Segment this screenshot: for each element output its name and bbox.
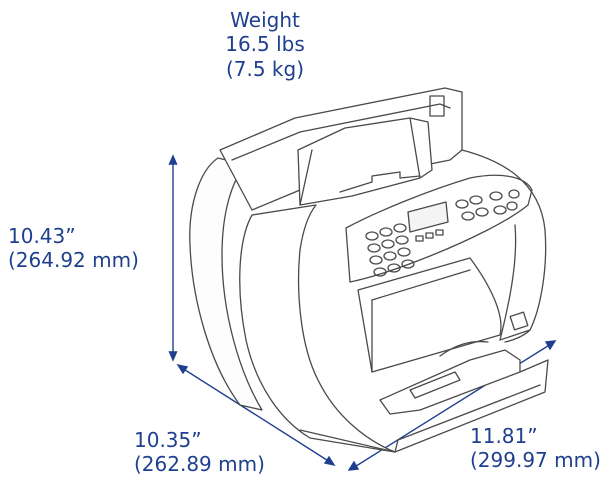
depth-dimension-line xyxy=(176,363,336,467)
printer-base xyxy=(299,359,549,453)
control-buttons xyxy=(365,189,520,277)
height-metric: (264.92 mm) xyxy=(8,248,139,273)
depth-label: 10.35” (262.89 mm) xyxy=(134,428,265,477)
front-slot xyxy=(509,311,529,331)
control-panel xyxy=(345,174,533,283)
weight-imperial: 16.5 lbs xyxy=(225,32,305,57)
width-metric: (299.97 mm) xyxy=(470,448,601,473)
weight-title: Weight xyxy=(230,8,300,32)
output-bay xyxy=(357,257,502,373)
weight-label: Weight 16.5 lbs (7.5 kg) xyxy=(220,8,310,81)
height-label: 10.43” (264.92 mm) xyxy=(8,224,139,273)
printer-illustration xyxy=(189,87,549,453)
weight-metric: (7.5 kg) xyxy=(225,56,305,81)
right-housing xyxy=(461,149,547,341)
paper-tray xyxy=(297,117,433,206)
height-dimension-line xyxy=(168,154,178,362)
top-right-slot xyxy=(429,95,445,117)
width-label: 11.81” (299.97 mm) xyxy=(470,424,601,473)
height-imperial: 10.43” xyxy=(8,224,76,248)
width-imperial: 11.81” xyxy=(470,424,538,448)
depth-metric: (262.89 mm) xyxy=(134,452,265,477)
left-side-panel xyxy=(189,157,263,411)
front-side-panel xyxy=(239,204,396,453)
lcd-display xyxy=(407,201,449,233)
depth-imperial: 10.35” xyxy=(134,428,202,452)
